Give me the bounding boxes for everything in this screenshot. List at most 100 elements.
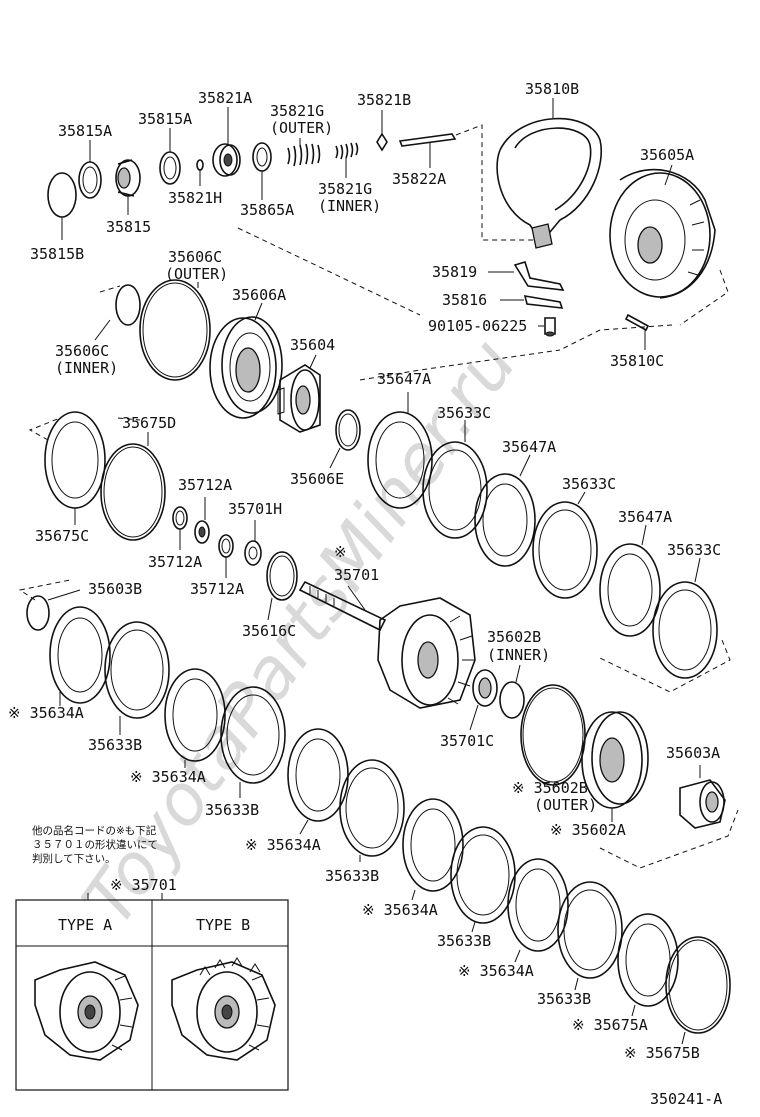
part-35633B-plate-1[interactable]	[104, 621, 170, 735]
part-35634A-disc-4[interactable]	[402, 798, 464, 901]
type-box-header: ※ 35701	[110, 876, 177, 894]
label-35712A-1: 35712A	[178, 476, 232, 494]
part-35815-sleeve[interactable]	[115, 159, 141, 215]
label-35647A-1: 35647A	[377, 370, 431, 388]
part-35634A-disc-5[interactable]	[507, 858, 569, 963]
part-35701-input-shaft-drum[interactable]	[298, 580, 476, 709]
label-35701-mark: ※	[334, 543, 347, 561]
part-35712A-bearing-1[interactable]	[172, 506, 188, 550]
part-35634A-disc-1[interactable]	[49, 606, 111, 706]
part-35816-strut[interactable]	[500, 295, 564, 309]
label-35815A-1: 35815A	[58, 122, 112, 140]
group-outline-brake-b	[18, 579, 71, 601]
label-35675B: ※ 35675B	[624, 1044, 700, 1062]
type-comparison-box: ※ 35701 TYPE A TYPE B	[15, 876, 289, 1091]
label-35604: 35604	[290, 336, 335, 354]
part-35821G-outer-spring[interactable]	[287, 138, 321, 167]
label-35606A: 35606A	[232, 286, 286, 304]
label-35822A: 35822A	[392, 170, 446, 188]
part-35602B-outer-oring[interactable]	[520, 684, 586, 786]
label-35634A-2: ※ 35634A	[130, 768, 206, 786]
label-35634A-3: ※ 35634A	[245, 836, 321, 854]
part-35603B-snap-ring[interactable]	[26, 589, 81, 631]
label-35675A: ※ 35675A	[572, 1016, 648, 1034]
label-35815: 35815	[106, 218, 151, 236]
label-90105-06225: 90105-06225	[428, 317, 527, 335]
label-35634A-4: ※ 35634A	[362, 901, 438, 919]
type-b-label: TYPE B	[196, 916, 250, 934]
part-35616C-ring[interactable]	[266, 551, 298, 621]
part-35865A-ring[interactable]	[252, 142, 272, 200]
label-35606C-inner: 35606C	[55, 342, 109, 360]
labels: 35815B 35815A 35815A 35815 35821A 35821H…	[8, 80, 721, 1062]
label-35633B-2: 35633B	[205, 801, 259, 819]
part-35603A-hub[interactable]	[679, 765, 726, 829]
part-35821G-inner-spring[interactable]	[335, 142, 359, 178]
part-35634A-disc-3[interactable]	[287, 728, 349, 835]
part-35606E-ring[interactable]	[329, 409, 361, 469]
part-35675B-plate[interactable]	[665, 936, 731, 1045]
part-35675D-plate[interactable]	[100, 432, 166, 541]
part-35633C-plate-3[interactable]	[652, 557, 718, 679]
label-35821B: 35821B	[357, 91, 411, 109]
label-35602B-inner-tag: (INNER)	[487, 646, 550, 664]
label-35675D: 35675D	[122, 414, 176, 432]
part-35815A-ring-1[interactable]	[78, 140, 102, 199]
part-35821A-piston[interactable]	[212, 107, 241, 177]
part-90105-bolt[interactable]	[538, 317, 556, 337]
label-35647A-2: 35647A	[502, 438, 556, 456]
part-35633B-plate-3[interactable]	[339, 759, 405, 862]
part-35633B-plate-4[interactable]	[450, 826, 516, 933]
part-35605A-drum[interactable]	[609, 164, 716, 299]
label-35819: 35819	[432, 263, 477, 281]
label-35616C: 35616C	[242, 622, 296, 640]
part-35701H-washer[interactable]	[244, 520, 262, 566]
part-35634A-disc-2[interactable]	[164, 668, 226, 768]
label-35810C: 35810C	[610, 352, 664, 370]
part-35602B-inner-oring[interactable]	[499, 664, 525, 719]
label-35675C: 35675C	[35, 527, 89, 545]
note-line-3: 判別して下さい。	[32, 853, 116, 865]
label-35633C-2: 35633C	[562, 475, 616, 493]
part-35712A-bearing-3[interactable]	[218, 534, 234, 578]
part-35701C-bushing[interactable]	[469, 669, 498, 731]
part-35675C-plate[interactable]	[44, 411, 106, 525]
part-35819-lever[interactable]	[488, 261, 565, 291]
label-35647A-3: 35647A	[618, 508, 672, 526]
label-35701C: 35701C	[440, 732, 494, 750]
label-35606C-outer-tag: (OUTER)	[165, 265, 228, 283]
part-35822A-rod[interactable]	[398, 124, 540, 241]
part-35606C-outer-oring[interactable]	[139, 279, 211, 381]
part-35810B-brake-band[interactable]	[496, 98, 602, 249]
label-35816: 35816	[442, 291, 487, 309]
label-35701: 35701	[334, 566, 379, 584]
part-35821H-ball[interactable]	[196, 159, 204, 186]
group-outline-piston	[99, 227, 561, 381]
part-35633C-plate-1[interactable]	[422, 420, 488, 539]
part-35712A-bearing-2[interactable]	[194, 497, 210, 544]
label-35633B-1: 35633B	[88, 736, 142, 754]
part-35633B-plate-2[interactable]	[220, 686, 286, 798]
label-35821G-inner: 35821G	[318, 180, 372, 198]
label-35606C-outer: 35606C	[168, 248, 222, 266]
part-35815A-ring-2[interactable]	[159, 128, 181, 185]
part-35810C-pin[interactable]	[624, 313, 650, 350]
label-35633B-5: 35633B	[537, 990, 591, 1008]
part-35647A-disc-2[interactable]	[474, 454, 536, 567]
label-35605A: 35605A	[640, 146, 694, 164]
part-35633C-plate-2[interactable]	[532, 491, 598, 599]
part-35604-one-way-clutch[interactable]	[277, 354, 321, 433]
part-35647A-disc-1[interactable]	[367, 392, 433, 509]
part-35647A-disc-3[interactable]	[599, 524, 661, 637]
part-35821B-washer[interactable]	[376, 110, 388, 152]
part-35633B-plate-5[interactable]	[557, 881, 623, 991]
label-35821G-outer-tag: (OUTER)	[270, 119, 333, 137]
label-35634A-1: ※ 35634A	[8, 704, 84, 722]
part-35815B-snap-ring[interactable]	[47, 172, 77, 240]
label-35821A: 35821A	[198, 89, 252, 107]
part-35606A-piston[interactable]	[209, 302, 283, 419]
label-35606E: 35606E	[290, 470, 344, 488]
part-35606C-inner-oring[interactable]	[94, 284, 141, 341]
part-35602A-piston[interactable]	[581, 711, 649, 822]
